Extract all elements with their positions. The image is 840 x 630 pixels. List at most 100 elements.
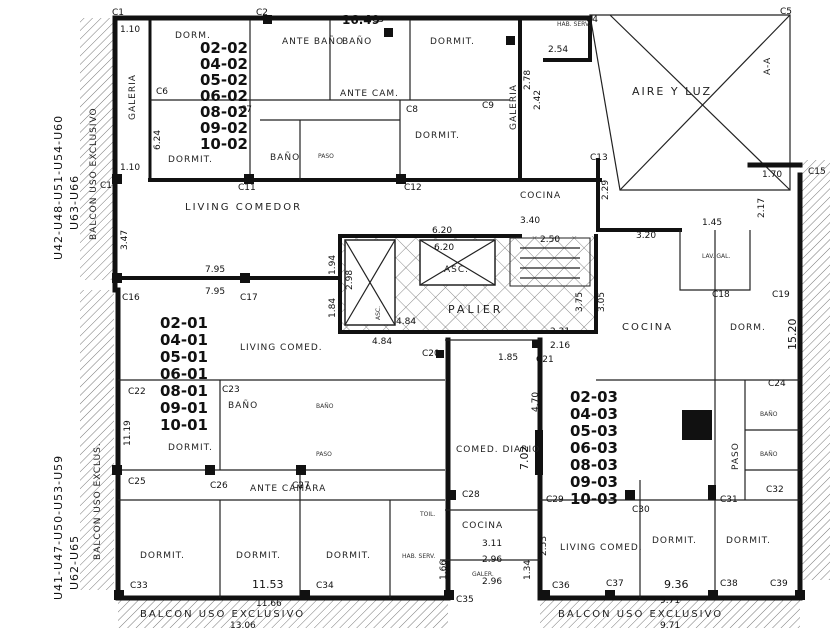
dim-217: 2.17	[757, 198, 767, 218]
light-well	[589, 14, 791, 191]
unit-label: 09-02	[200, 119, 248, 137]
room-galeria: GALERIA	[128, 74, 138, 120]
dim-1153: 11.53	[252, 578, 284, 591]
dim-624: 6.24	[153, 130, 163, 150]
column-label: C1	[112, 8, 124, 18]
column-label: C38	[720, 579, 738, 589]
column-label: C28	[462, 490, 480, 500]
room-dormit-left: DORMIT.	[168, 155, 213, 165]
dim-229: 2.29	[601, 180, 611, 200]
left-balcony-bottom	[80, 290, 114, 590]
dim-620b: 6.20	[434, 243, 454, 253]
room-dormit-left: DORMIT.	[168, 443, 213, 453]
column-label: C39	[770, 579, 788, 589]
unit-label: 04-01	[160, 331, 208, 349]
column-label: C27	[292, 481, 310, 491]
top-units-label-2: U63-U66	[68, 175, 81, 230]
unit-label: 08-03	[570, 456, 618, 474]
column-label: C26	[210, 481, 228, 491]
unit-label: 05-02	[200, 71, 248, 89]
dim-110: 1.10	[120, 25, 140, 35]
bottom-balcony-left-label: BALCON USO EXCLUSIVO	[140, 609, 305, 620]
unit-label: 10-02	[200, 135, 248, 153]
room-paso-right: PASO	[731, 442, 741, 470]
section-mark: A-A	[763, 57, 773, 75]
column-label: C21	[536, 355, 554, 365]
palier-label: PALIER	[448, 303, 503, 316]
unit-label: 08-01	[160, 382, 208, 400]
room-dormit-b1: DORMIT.	[140, 551, 185, 561]
column-label: C33	[130, 581, 148, 591]
column-label: C5	[780, 7, 792, 17]
dim-278: 2.78	[523, 70, 533, 90]
unit-label: 10-01	[160, 416, 208, 434]
left-units-label: U41-U47-U50-U53-U59	[52, 455, 65, 600]
room-hab-serv-left: HAB. SERV.	[402, 553, 435, 560]
room-living-left: LIVING COMED.	[240, 343, 323, 353]
room-dormit-b3: DORMIT.	[326, 551, 371, 561]
column-label: C34	[316, 581, 334, 591]
room-dormit-mid: DORMIT.	[415, 131, 460, 141]
unit-label: 02-02	[200, 39, 248, 57]
room-galeria-2: GALERIA	[509, 84, 519, 130]
column-label: C25	[128, 477, 146, 487]
unit-label: 02-01	[160, 314, 208, 332]
column-label: C17	[240, 293, 258, 303]
room-cocina-left: COCINA	[462, 521, 503, 531]
column-label: C36	[552, 581, 570, 591]
dim-166: 1.66	[439, 560, 449, 580]
dim-340: 3.40	[520, 216, 540, 226]
dim-254: 2.54	[548, 45, 568, 55]
dim-320: 3.20	[636, 231, 656, 241]
dim-253: 2.53	[539, 536, 549, 556]
column-label: C29	[546, 495, 564, 505]
column-label: C4	[586, 15, 598, 25]
room-bano-left: BAÑO	[228, 400, 258, 411]
columns	[112, 15, 805, 600]
column-label: C15	[808, 167, 826, 177]
room-dormit-r2: DORMIT.	[726, 536, 771, 546]
column-label: C8	[406, 105, 418, 115]
dim-296: 2.96	[482, 555, 502, 565]
left-units-label-2: U62-U65	[68, 535, 81, 590]
column-label: C20	[422, 349, 440, 359]
lav-gal-label: LAV. GAL.	[702, 253, 730, 260]
top-column-labels: C1 C2 C3 C4 C5 C6 C7 C8 C9 C10 C11 C12 C…	[100, 7, 826, 303]
aire-y-luz: AIRE Y LUZ	[632, 85, 712, 98]
unit-label: 08-02	[200, 103, 248, 121]
unit-label: 09-03	[570, 473, 618, 491]
column-label: C12	[404, 183, 422, 193]
dim-702: 7.02	[518, 446, 531, 471]
dim-221: 2.21	[550, 327, 570, 337]
dim-375: 3.75	[575, 292, 585, 312]
unit-label: 06-02	[200, 87, 248, 105]
column-label: C19	[772, 290, 790, 300]
column-label: C3	[372, 15, 384, 25]
room-hab-serv: HAB. SERV.	[557, 21, 590, 28]
dim-936: 9.36	[664, 578, 689, 591]
column-label: C6	[156, 87, 168, 97]
left-balcony-top	[80, 18, 114, 280]
room-living-top: LIVING COMEDOR	[185, 202, 302, 213]
dim-484: 4.84	[396, 317, 416, 327]
room-dormit-r1: DORMIT.	[652, 536, 697, 546]
column-label: C9	[482, 101, 494, 111]
dim-1166: 11.66	[256, 599, 282, 609]
room-comed-diario: COMED. DIARIO	[456, 445, 540, 455]
column-label: C16	[122, 293, 140, 303]
elevator-core	[344, 237, 591, 326]
column-label: C2	[256, 8, 268, 18]
room-dormit-b2: DORMIT.	[236, 551, 281, 561]
dim-470: 4.70	[531, 392, 541, 412]
dim-110b: 1.10	[120, 163, 140, 173]
unit-label: 05-01	[160, 348, 208, 366]
unit-label: 09-01	[160, 399, 208, 417]
room-ante-bano: ANTE BAÑO	[282, 36, 344, 47]
dim-250: 2.50	[540, 235, 560, 245]
column-label: C35	[456, 595, 474, 605]
dim-311: 3.11	[482, 539, 502, 549]
asc-label-2: ASC.	[375, 306, 382, 320]
right-column-labels: C24 C29 C30 C31 C32 C36 C37 C38 C39	[546, 379, 788, 591]
right-units-list: 02-03 04-03 05-03 06-03 08-03 09-03 10-0…	[570, 388, 618, 508]
